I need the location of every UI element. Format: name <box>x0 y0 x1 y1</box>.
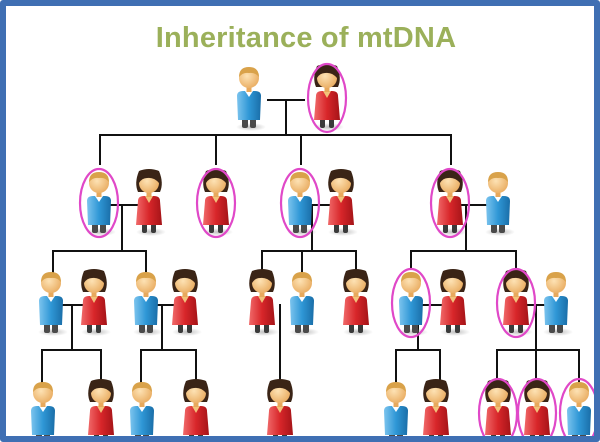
female-person-icon <box>267 379 297 436</box>
person-female <box>440 269 470 336</box>
female-person-icon <box>81 269 111 336</box>
person-female <box>328 169 358 236</box>
person-male-mtdna-carrier <box>558 377 594 436</box>
female-person-icon <box>136 169 166 236</box>
male-person-icon <box>30 382 60 436</box>
person-male <box>236 67 266 131</box>
person-female-mtdna-carrier <box>477 377 519 436</box>
mtdna-highlight-ring <box>306 62 348 134</box>
person-female <box>88 379 118 436</box>
male-person-icon <box>383 382 413 436</box>
person-female <box>172 269 202 336</box>
male-person-icon <box>129 382 159 436</box>
person-male <box>383 382 413 436</box>
female-person-icon <box>343 269 373 336</box>
female-person-icon <box>440 269 470 336</box>
mtdna-highlight-ring <box>558 377 594 436</box>
female-person-icon <box>328 169 358 236</box>
person-female <box>183 379 213 436</box>
male-person-icon <box>289 272 319 336</box>
female-person-icon <box>249 269 279 336</box>
person-female <box>423 379 453 436</box>
person-male-mtdna-carrier <box>279 167 321 239</box>
female-person-icon <box>423 379 453 436</box>
person-female-mtdna-carrier <box>516 377 558 436</box>
person-female-mtdna-carrier <box>429 167 471 239</box>
mtdna-highlight-ring <box>429 167 471 239</box>
male-person-icon <box>543 272 573 336</box>
lineage-lines <box>41 99 580 385</box>
male-person-icon <box>485 172 515 236</box>
pedigree-tree <box>30 62 594 436</box>
people-layer <box>30 62 594 436</box>
person-male-mtdna-carrier <box>78 167 120 239</box>
mtdna-highlight-ring <box>195 167 237 239</box>
person-female <box>136 169 166 236</box>
female-person-icon <box>172 269 202 336</box>
person-male-mtdna-carrier <box>390 267 432 339</box>
male-person-icon <box>236 67 266 131</box>
mtdna-highlight-ring <box>279 167 321 239</box>
person-female <box>81 269 111 336</box>
mtdna-highlight-ring <box>495 267 537 339</box>
person-female <box>249 269 279 336</box>
person-male <box>129 382 159 436</box>
person-male <box>543 272 573 336</box>
mtdna-highlight-ring <box>516 377 558 436</box>
person-female <box>267 379 297 436</box>
mtdna-highlight-ring <box>390 267 432 339</box>
mtdna-highlight-ring <box>78 167 120 239</box>
person-female <box>343 269 373 336</box>
diagram-title: Inheritance of mtDNA <box>155 22 457 54</box>
female-person-icon <box>88 379 118 436</box>
person-female-mtdna-carrier <box>495 267 537 339</box>
female-person-icon <box>183 379 213 436</box>
person-male <box>289 272 319 336</box>
person-female-mtdna-carrier <box>306 62 348 134</box>
person-male <box>30 382 60 436</box>
person-female-mtdna-carrier <box>195 167 237 239</box>
person-male <box>485 172 515 236</box>
male-person-icon <box>566 382 594 436</box>
